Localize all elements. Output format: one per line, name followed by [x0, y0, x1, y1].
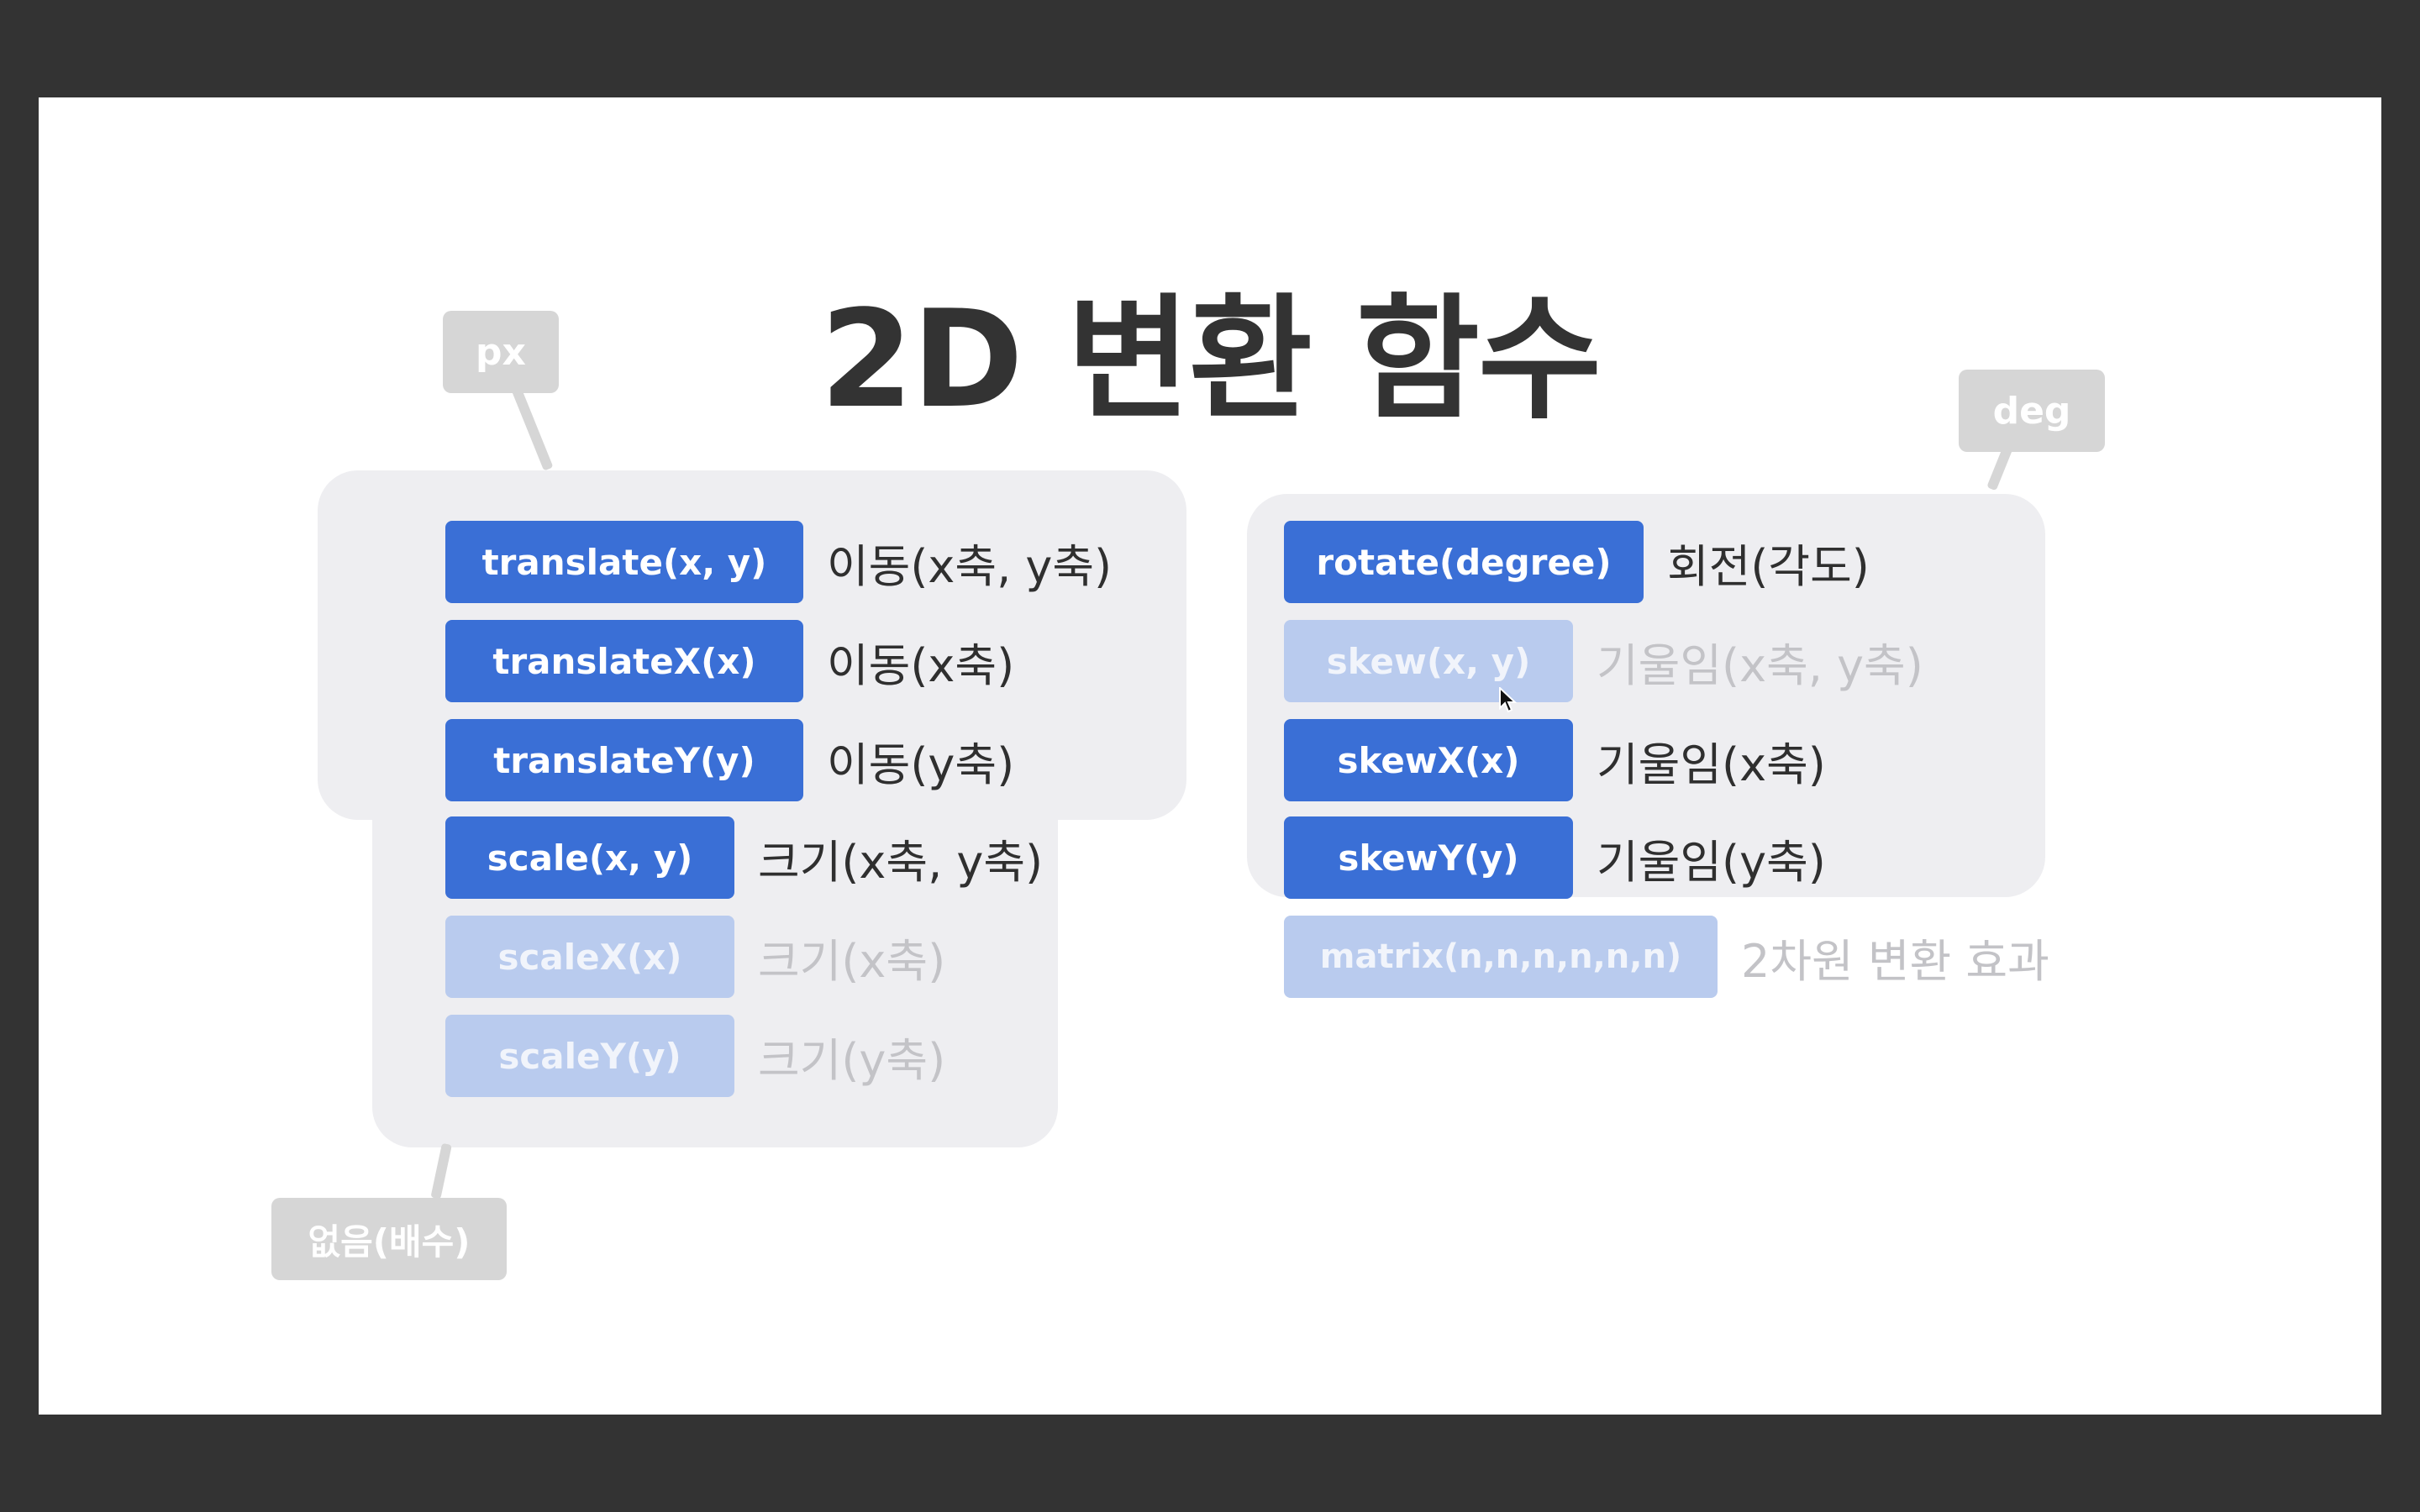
function-row-scalex: scaleX(x) 크기(x축) [445, 916, 945, 998]
function-description: 이동(x축, y축) [827, 539, 1113, 593]
function-description: 기울임(x축) [1597, 738, 1826, 791]
px-unit-chip: px [443, 311, 559, 393]
function-button[interactable]: scaleX(x) [445, 916, 734, 998]
function-button[interactable]: translateX(x) [445, 620, 803, 702]
function-description: 이동(x축) [827, 638, 1015, 692]
slide-title: 2D 변환 함수 [819, 281, 1602, 438]
deg-unit-chip: deg [1959, 370, 2105, 452]
function-row-translatex: translateX(x) 이동(x축) [445, 620, 1014, 702]
function-description: 크기(x축, y축) [758, 835, 1044, 889]
function-description: 크기(y축) [758, 1033, 946, 1087]
function-row-skewx: skewX(x) 기울임(x축) [1284, 719, 1826, 801]
function-row-translatey: translateY(y) 이동(y축) [445, 719, 1014, 801]
function-row-rotate: rotate(degree) 회전(각도) [1284, 521, 1870, 603]
function-description: 2차원 변환 효과 [1741, 934, 2049, 988]
function-row-scaley: scaleY(y) 크기(y축) [445, 1015, 945, 1097]
function-button[interactable]: scaleY(y) [445, 1015, 734, 1097]
function-description: 회전(각도) [1667, 539, 1870, 593]
function-button[interactable]: skewX(x) [1284, 719, 1573, 801]
function-button[interactable]: skewY(y) [1284, 816, 1573, 899]
function-button[interactable]: translate(x, y) [445, 521, 803, 603]
function-description: 이동(y축) [827, 738, 1015, 791]
function-row-skewy: skewY(y) 기울임(y축) [1284, 816, 1826, 899]
mouse-pointer-icon [1499, 687, 1518, 713]
function-row-matrix: matrix(n,n,n,n,n,n) 2차원 변환 효과 [1284, 916, 2049, 998]
function-description: 기울임(y축) [1597, 835, 1826, 889]
function-button[interactable]: skew(x, y) [1284, 620, 1573, 702]
function-button[interactable]: rotate(degree) [1284, 521, 1644, 603]
function-row-skew: skew(x, y) 기울임(x축, y축) [1284, 620, 1923, 702]
function-button[interactable]: translateY(y) [445, 719, 803, 801]
no-unit-multiplier-chip: 없음(배수) [271, 1198, 507, 1280]
function-button[interactable]: matrix(n,n,n,n,n,n) [1284, 916, 1718, 998]
function-row-translate: translate(x, y) 이동(x축, y축) [445, 521, 1112, 603]
function-row-scale: scale(x, y) 크기(x축, y축) [445, 816, 1043, 899]
function-description: 기울임(x축, y축) [1597, 638, 1923, 692]
function-description: 크기(x축) [758, 934, 946, 988]
function-button[interactable]: scale(x, y) [445, 816, 734, 899]
